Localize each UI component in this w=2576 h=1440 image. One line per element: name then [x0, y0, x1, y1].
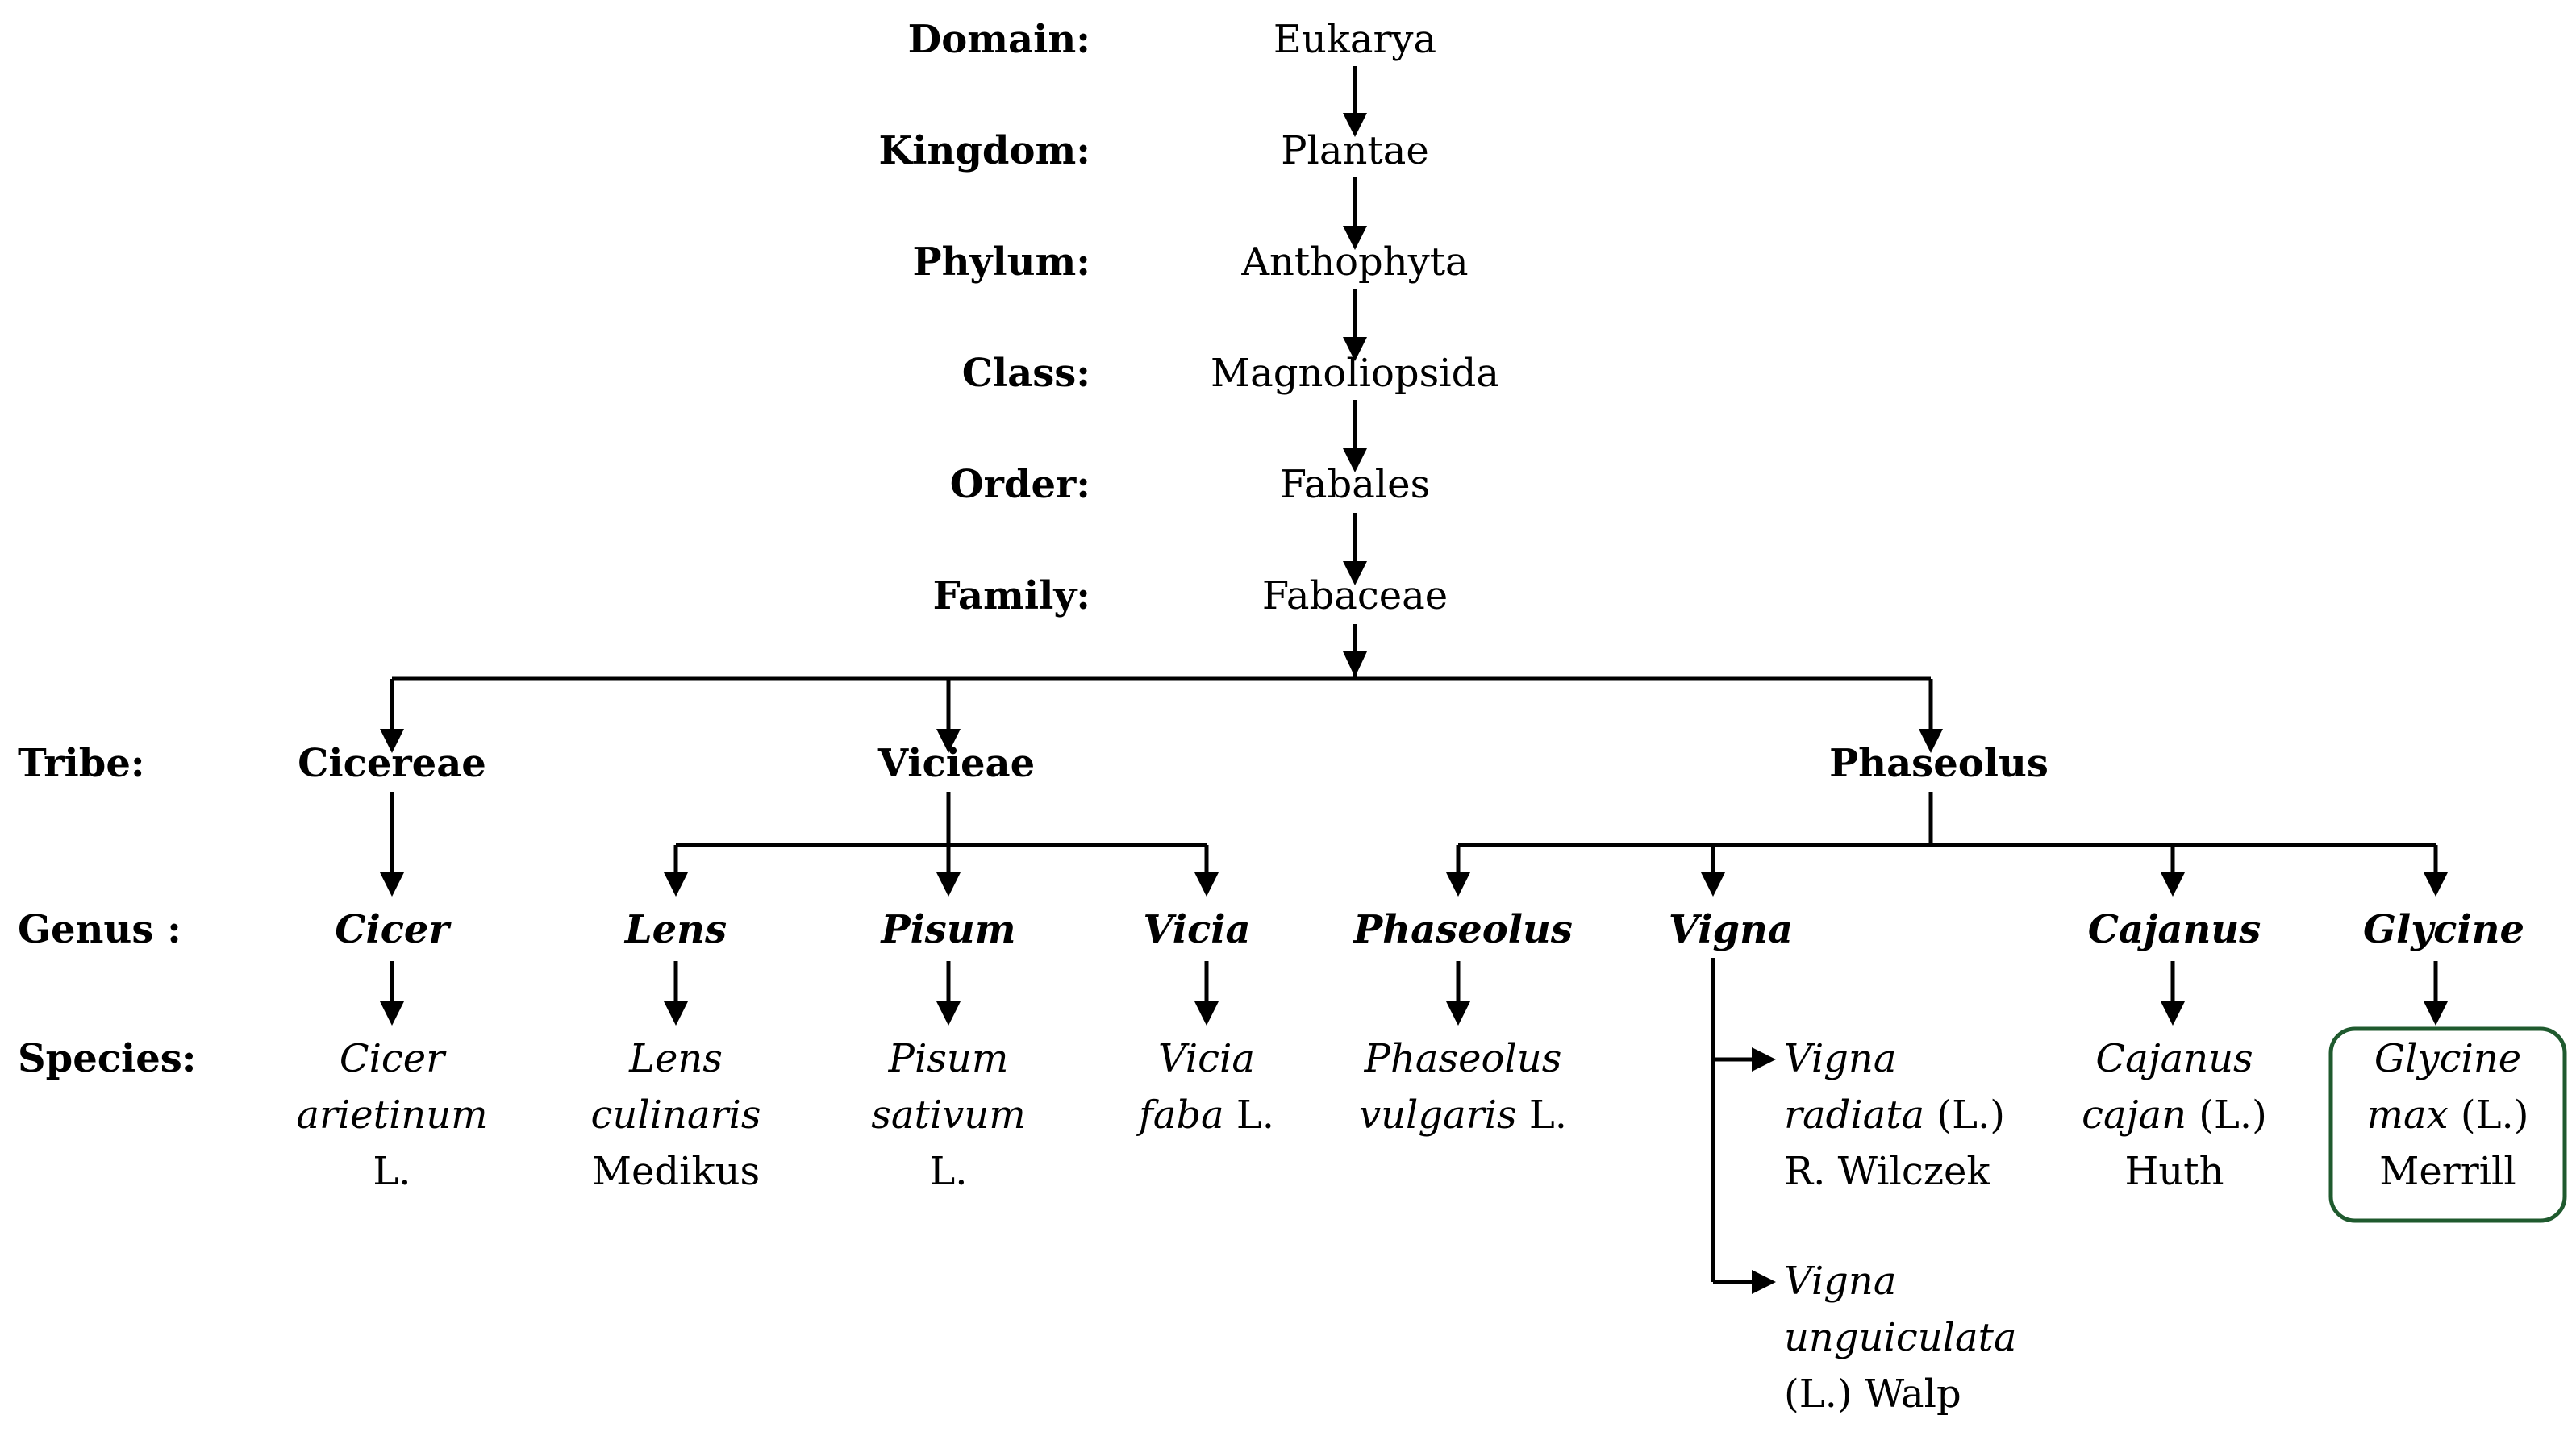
species-glycine-author1: (L.)	[2448, 1092, 2529, 1138]
species-vigna-unguiculata: Vigna unguiculata (L.) Walp	[1784, 1253, 2017, 1422]
species-vicia-epithet: faba	[1138, 1092, 1224, 1138]
rank-class: Class:	[961, 351, 1090, 396]
rank-family: Family:	[932, 573, 1090, 618]
rank-order: Order:	[949, 462, 1090, 507]
rank-domain: Domain:	[907, 17, 1090, 62]
species-vigna-radiata-line3: R. Wilczek	[1784, 1149, 1990, 1194]
species-cicer-line1: Cicer	[339, 1036, 445, 1081]
species-vigna-unguiculata-line1: Vigna	[1784, 1259, 1897, 1304]
species-pisum-sativum: Pisum sativum L.	[827, 1030, 1069, 1200]
species-phaseolus-author: L.	[1516, 1092, 1568, 1138]
genus-lens: Lens	[624, 907, 727, 952]
species-cajanus-author1: (L.)	[2186, 1092, 2267, 1138]
species-vicia-faba: Vicia faba L.	[1086, 1030, 1328, 1143]
node-kingdom: Plantae	[1281, 128, 1429, 173]
rank-phylum: Phylum:	[912, 239, 1090, 285]
species-lens-line3: Medikus	[591, 1149, 761, 1194]
species-vigna-unguiculata-line2: unguiculata	[1784, 1315, 2017, 1360]
genus-glycine: Glycine	[2362, 907, 2524, 952]
node-class: Magnoliopsida	[1211, 351, 1499, 396]
species-phaseolus-epithet: vulgaris	[1358, 1092, 1517, 1138]
genus-pisum: Pisum	[881, 907, 1016, 952]
species-cicer-line2: arietinum	[296, 1092, 488, 1138]
rank-kingdom: Kingdom:	[878, 128, 1091, 173]
tribe-vicieae: Vicieae	[877, 741, 1036, 786]
species-cajanus-cajan: Cajanus cajan (L.) Huth	[2053, 1030, 2295, 1200]
species-pisum-line3: L.	[929, 1149, 968, 1194]
species-lens-line2: culinaris	[590, 1092, 761, 1138]
species-vigna-unguiculata-line3: (L.) Walp	[1784, 1371, 1961, 1417]
species-vicia-line1: Vicia	[1157, 1036, 1256, 1081]
species-glycine-epithet: max	[2366, 1092, 2449, 1138]
species-lens-line1: Lens	[629, 1036, 723, 1081]
species-vigna-radiata-author1: (L.)	[1924, 1092, 2006, 1138]
species-vigna-radiata-epithet: radiata	[1784, 1092, 1925, 1138]
node-order: Fabales	[1279, 462, 1431, 507]
species-cicer-arietinum: Cicer arietinum L.	[271, 1030, 513, 1200]
genus-vigna: Vigna	[1668, 907, 1794, 952]
genus-vicia: Vicia	[1143, 907, 1251, 952]
species-pisum-line1: Pisum	[888, 1036, 1009, 1081]
rank-tribe: Tribe:	[18, 741, 145, 786]
species-glycine-max: Glycine max (L.) Merrill	[2327, 1030, 2569, 1200]
species-cicer-line3: L.	[373, 1149, 411, 1194]
node-domain: Eukarya	[1273, 17, 1437, 62]
species-phaseolus-line1: Phaseolus	[1364, 1036, 1562, 1081]
rank-genus: Genus :	[18, 907, 181, 952]
species-cajanus-epithet: cajan	[2082, 1092, 2187, 1138]
species-glycine-line1: Glycine	[2374, 1036, 2522, 1081]
species-vicia-author: L.	[1223, 1092, 1275, 1138]
genus-cajanus: Cajanus	[2087, 907, 2261, 952]
tribe-phaseolus: Phaseolus	[1829, 741, 2049, 786]
species-pisum-line2: sativum	[871, 1092, 1026, 1138]
genus-phaseolus: Phaseolus	[1353, 907, 1573, 952]
species-glycine-line3: Merrill	[2379, 1149, 2516, 1194]
tribe-cicereae: Cicereae	[298, 741, 486, 786]
node-family: Fabaceae	[1261, 573, 1448, 618]
species-cajanus-line1: Cajanus	[2095, 1036, 2253, 1081]
species-cajanus-line3: Huth	[2124, 1149, 2224, 1194]
node-phylum: Anthophyta	[1241, 239, 1469, 285]
genus-cicer: Cicer	[335, 907, 449, 952]
species-vigna-radiata: Vigna radiata (L.) R. Wilczek	[1784, 1030, 2005, 1200]
species-phaseolus-vulgaris: Phaseolus vulgaris L.	[1342, 1030, 1584, 1143]
species-lens-culinaris: Lens culinaris Medikus	[555, 1030, 797, 1200]
arrowheads	[380, 113, 2448, 1294]
species-vigna-radiata-line1: Vigna	[1784, 1036, 1897, 1081]
highlight-box-glycine	[2328, 1026, 2567, 1223]
rank-species: Species:	[18, 1036, 197, 1081]
